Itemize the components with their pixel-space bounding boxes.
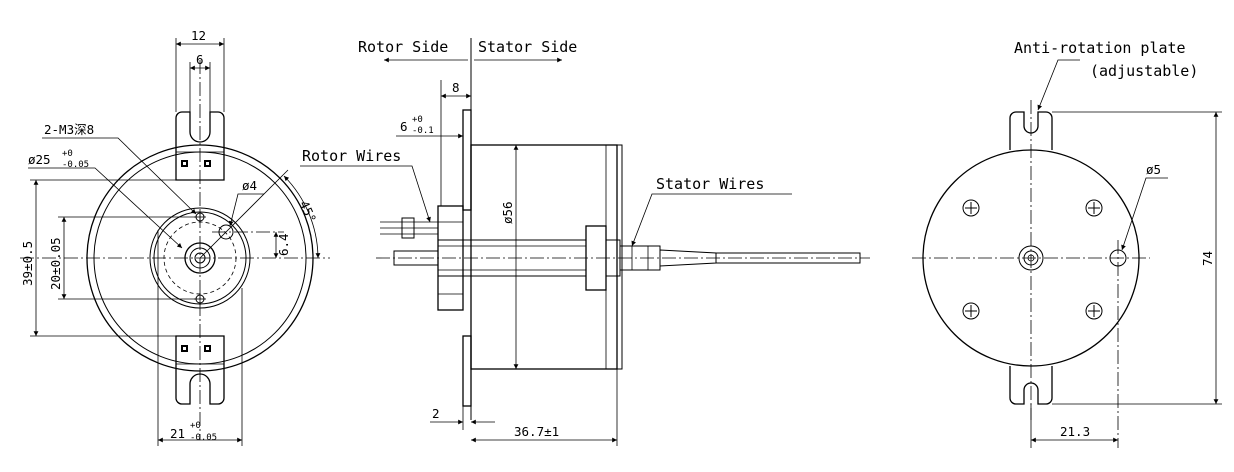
dim-21-tol-hi: +0 — [190, 421, 201, 431]
dim-12: 12 — [191, 28, 206, 43]
label-stator-wires: Stator Wires — [656, 175, 764, 193]
dim-2: 2 — [432, 406, 440, 421]
leader-anti-rotation — [1037, 59, 1080, 111]
front-view: 12 6 2-M3深8 ø25 +0 -0.05 ø4 45° 6.4 39±0… — [20, 28, 330, 446]
leader-dia5 — [1121, 177, 1168, 251]
dim-21-3: 21.3 — [1060, 424, 1090, 439]
dim-dia5: ø5 — [1146, 162, 1161, 177]
stator-wire-bundle — [715, 252, 861, 264]
dim-20: 20±0.05 — [48, 237, 63, 290]
label-rotor-side: Rotor Side — [358, 38, 448, 56]
screw-icon — [962, 199, 980, 217]
front-shaft-mid — [189, 247, 211, 269]
label-rotor-wires: Rotor Wires — [302, 147, 401, 165]
leader-stator-wires — [631, 193, 792, 247]
label-adjustable: (adjustable) — [1090, 62, 1198, 80]
dim-6-4: 6.4 — [276, 233, 291, 256]
front-outer-circle — [86, 144, 314, 372]
side-view: Rotor Side Stator Side — [300, 38, 870, 446]
side-plate-bottom — [462, 335, 472, 407]
dim-6: 6 — [196, 52, 204, 67]
dim-8: 8 — [452, 80, 460, 95]
leader-dia4 — [228, 193, 264, 227]
label-stator-side: Stator Side — [478, 38, 577, 56]
front-flange-circle — [149, 207, 251, 309]
front-shaft-outer — [184, 242, 216, 274]
rear-view: Anti-rotation plate (adjustable) ø5 74 2… — [912, 39, 1222, 448]
rear-center-shaft — [1018, 245, 1044, 271]
dim-39: 39±0.5 — [20, 241, 35, 286]
front-shaft-bore — [194, 252, 206, 264]
dim-36-7: 36.7±1 — [514, 424, 559, 439]
dim-dia25: ø25 — [28, 152, 51, 167]
dim-dia4: ø4 — [242, 178, 257, 193]
leader-rotor-wires — [300, 165, 431, 223]
dim-6-side-tol-hi: +0 — [412, 115, 423, 125]
dim-dia56: ø56 — [500, 201, 515, 224]
screw-icon — [1085, 302, 1103, 320]
dim-6-side: 6 — [400, 119, 408, 134]
dim-6-side-tol-lo: -0.1 — [412, 126, 434, 136]
dim-21: 21 — [170, 426, 185, 441]
top-bracket — [175, 111, 225, 181]
bottom-bracket — [175, 335, 225, 405]
dim-thread: 2-M3深8 — [44, 122, 94, 137]
dim-74: 74 — [1200, 251, 1215, 266]
angle-arc-45 — [283, 175, 321, 259]
dim-dia25-tol-hi: +0 — [62, 149, 73, 159]
dim-21-tol-lo: -0.05 — [190, 433, 217, 443]
side-plate-top — [462, 109, 472, 211]
leader-dia25 — [28, 167, 183, 249]
side-body — [470, 144, 618, 370]
label-anti-rotation: Anti-rotation plate — [1014, 39, 1186, 57]
rear-body-circle — [922, 149, 1140, 367]
leader-thread — [42, 137, 197, 215]
screw-icon — [962, 302, 980, 320]
rear-plate-bottom — [1009, 366, 1053, 405]
rear-plate-top — [1009, 111, 1053, 150]
dim-angle-45: 45° — [297, 198, 320, 225]
screw-icon — [1085, 199, 1103, 217]
dim-dia25-tol-lo: -0.05 — [62, 160, 89, 170]
